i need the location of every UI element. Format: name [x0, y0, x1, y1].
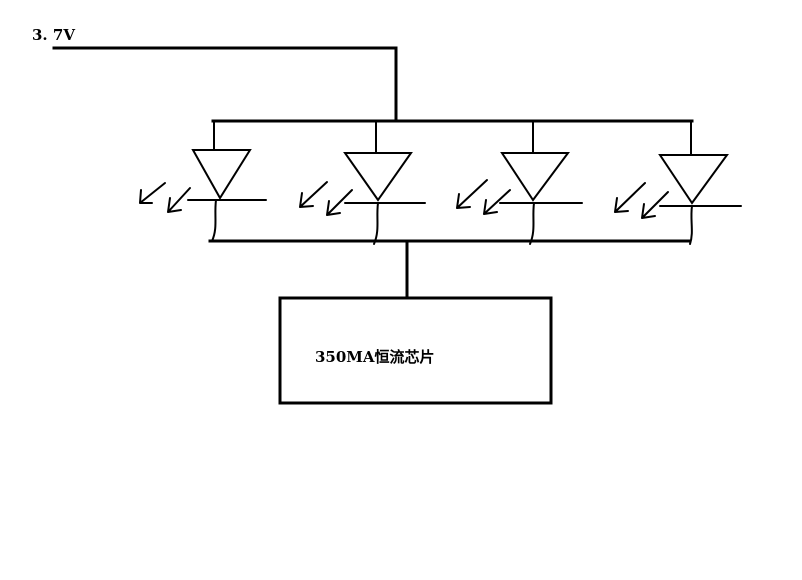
led-4-emission-arrow-1: [614, 182, 646, 213]
led-1-emission-arrow-2: [167, 187, 191, 213]
driver-chip-box: [278, 296, 553, 405]
led-2-diode-triangle: [343, 152, 413, 202]
led-2-emission-arrow-1: [299, 181, 328, 208]
led-2: [299, 120, 426, 245]
supply-voltage-label: 3. 7V: [32, 26, 75, 44]
led-4-diode-triangle: [658, 154, 729, 205]
led-3: [456, 120, 583, 245]
led-1-cathode-wire: [211, 199, 217, 242]
led-4-emission-arrow-2: [641, 191, 669, 219]
led-3-cathode-wire: [529, 202, 535, 245]
led-1-emission-arrow-1: [139, 182, 166, 204]
led-4-cathode-wire: [689, 205, 693, 245]
supply-wire: [52, 46, 398, 123]
led-1-diode-triangle: [191, 149, 252, 200]
led-4: [614, 120, 742, 245]
led-3-emission-arrow-2: [483, 189, 511, 215]
led-2-emission-arrow-2: [326, 189, 353, 216]
led-2-cathode-wire: [373, 202, 379, 245]
led-3-emission-arrow-1: [456, 179, 488, 209]
driver-chip-label: 350MA恒流芯片: [315, 348, 435, 366]
led-3-diode-triangle: [500, 152, 570, 202]
led-1: [139, 120, 267, 242]
